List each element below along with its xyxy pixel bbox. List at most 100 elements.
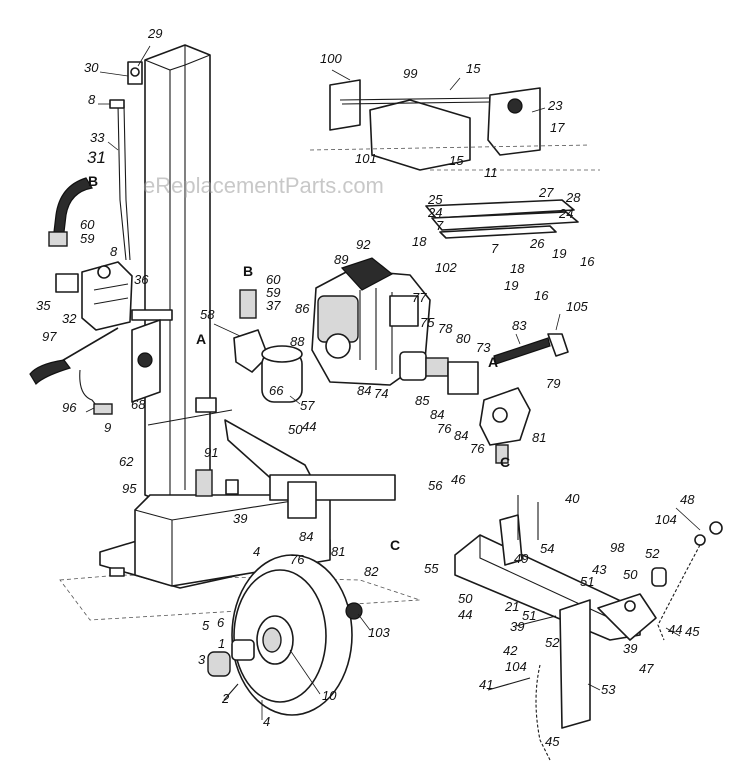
vertical-beam xyxy=(144,44,211,506)
part-callout-66: 66 xyxy=(269,383,284,398)
connector-label-b: B xyxy=(88,173,98,189)
part-callout-1: 1 xyxy=(218,636,225,651)
part-callout-25: 25 xyxy=(427,192,443,207)
axle-rod xyxy=(147,409,233,426)
part-callout-9: 9 xyxy=(104,420,111,435)
part-callout-84: 84 xyxy=(430,407,444,422)
part-callout-75: 75 xyxy=(420,315,435,330)
part-callout-29: 29 xyxy=(147,26,162,41)
part-callout-28: 28 xyxy=(565,190,581,205)
part-callout-81: 81 xyxy=(532,430,546,445)
part-callout-4: 4 xyxy=(263,714,270,729)
part-callout-48: 48 xyxy=(680,492,695,507)
cotter-pin xyxy=(223,683,239,701)
pump-hose xyxy=(493,337,551,365)
part-callout-80: 80 xyxy=(456,331,471,346)
part-callout-74: 74 xyxy=(374,386,388,401)
part-callout-39: 39 xyxy=(233,511,247,526)
part-callout-39: 39 xyxy=(623,641,637,656)
part-callout-24: 24 xyxy=(427,205,442,220)
leader-lines xyxy=(85,45,701,720)
part-callout-18: 18 xyxy=(510,261,525,276)
part-callout-33: 33 xyxy=(90,130,105,145)
safety-chain-left xyxy=(535,664,551,761)
part-callout-31: 31 xyxy=(87,148,106,167)
part-callout-98: 98 xyxy=(610,540,625,555)
part-callout-92: 92 xyxy=(356,237,371,252)
wedge-plates xyxy=(425,199,579,239)
part-callout-16: 16 xyxy=(534,288,549,303)
part-callout-49: 49 xyxy=(514,551,528,566)
part-callout-58: 58 xyxy=(200,307,215,322)
bearing xyxy=(345,602,363,620)
chain-nut xyxy=(709,521,723,535)
part-callout-45: 45 xyxy=(545,734,560,749)
part-callout-91: 91 xyxy=(204,445,218,460)
wheel-hub xyxy=(207,639,255,677)
part-callout-76: 76 xyxy=(470,441,485,456)
part-callout-59: 59 xyxy=(80,231,94,246)
part-callout-96: 96 xyxy=(62,400,77,415)
part-callout-62: 62 xyxy=(119,454,134,469)
part-callout-59: 59 xyxy=(266,285,280,300)
part-callout-54: 54 xyxy=(540,541,554,556)
part-callout-18: 18 xyxy=(412,234,427,249)
part-callout-76: 76 xyxy=(437,421,452,436)
part-callout-44: 44 xyxy=(458,607,472,622)
coupler xyxy=(399,351,479,395)
part-callout-7: 7 xyxy=(491,241,499,256)
part-callout-82: 82 xyxy=(364,564,379,579)
watermark: eReplacementParts.com xyxy=(143,173,384,198)
part-callout-37: 37 xyxy=(266,298,281,313)
part-callout-17: 17 xyxy=(550,120,565,135)
part-callout-7: 7 xyxy=(436,218,444,233)
part-callout-30: 30 xyxy=(84,60,99,75)
part-callout-19: 19 xyxy=(552,246,566,261)
part-callout-35: 35 xyxy=(36,298,51,313)
frame-bracket xyxy=(287,481,317,519)
part-callout-85: 85 xyxy=(415,393,430,408)
part-callout-79: 79 xyxy=(546,376,560,391)
part-callout-53: 53 xyxy=(601,682,616,697)
elbow-fitting xyxy=(547,333,569,357)
part-callout-83: 83 xyxy=(512,318,527,333)
tongue-bolt xyxy=(515,615,557,627)
part-callout-32: 32 xyxy=(62,311,77,326)
part-callout-24: 24 xyxy=(558,206,573,221)
part-callout-104: 104 xyxy=(655,512,677,527)
part-callout-81: 81 xyxy=(331,544,345,559)
part-callout-77: 77 xyxy=(412,290,427,305)
part-callout-84: 84 xyxy=(299,529,313,544)
part-callout-52: 52 xyxy=(545,635,560,650)
part-callout-88: 88 xyxy=(290,334,305,349)
part-callout-41: 41 xyxy=(479,677,493,692)
part-callout-68: 68 xyxy=(131,397,146,412)
part-callout-46: 46 xyxy=(451,472,466,487)
part-callout-36: 36 xyxy=(134,272,149,287)
part-callout-19: 19 xyxy=(504,278,518,293)
control-valve xyxy=(55,261,173,331)
part-callout-57: 57 xyxy=(300,398,315,413)
part-callout-42: 42 xyxy=(503,643,518,658)
hydraulic-line xyxy=(117,104,127,261)
part-callout-73: 73 xyxy=(476,340,491,355)
connector-label-a: A xyxy=(488,354,498,370)
connector-label-c: C xyxy=(500,454,510,470)
hose-fitting xyxy=(48,231,68,247)
part-callout-78: 78 xyxy=(438,321,453,336)
part-callout-50: 50 xyxy=(458,591,473,606)
part-callout-89: 89 xyxy=(334,252,348,267)
part-callout-60: 60 xyxy=(80,217,95,232)
part-callout-44: 44 xyxy=(668,622,682,637)
part-callout-43: 43 xyxy=(592,562,607,577)
part-callout-27: 27 xyxy=(538,185,554,200)
part-callout-16: 16 xyxy=(580,254,595,269)
part-callout-102: 102 xyxy=(435,260,457,275)
part-callout-11: 11 xyxy=(484,165,498,180)
part-callout-3: 3 xyxy=(198,652,206,667)
part-callout-6: 6 xyxy=(217,615,225,630)
engine-plate xyxy=(329,79,541,171)
part-callout-55: 55 xyxy=(424,561,439,576)
